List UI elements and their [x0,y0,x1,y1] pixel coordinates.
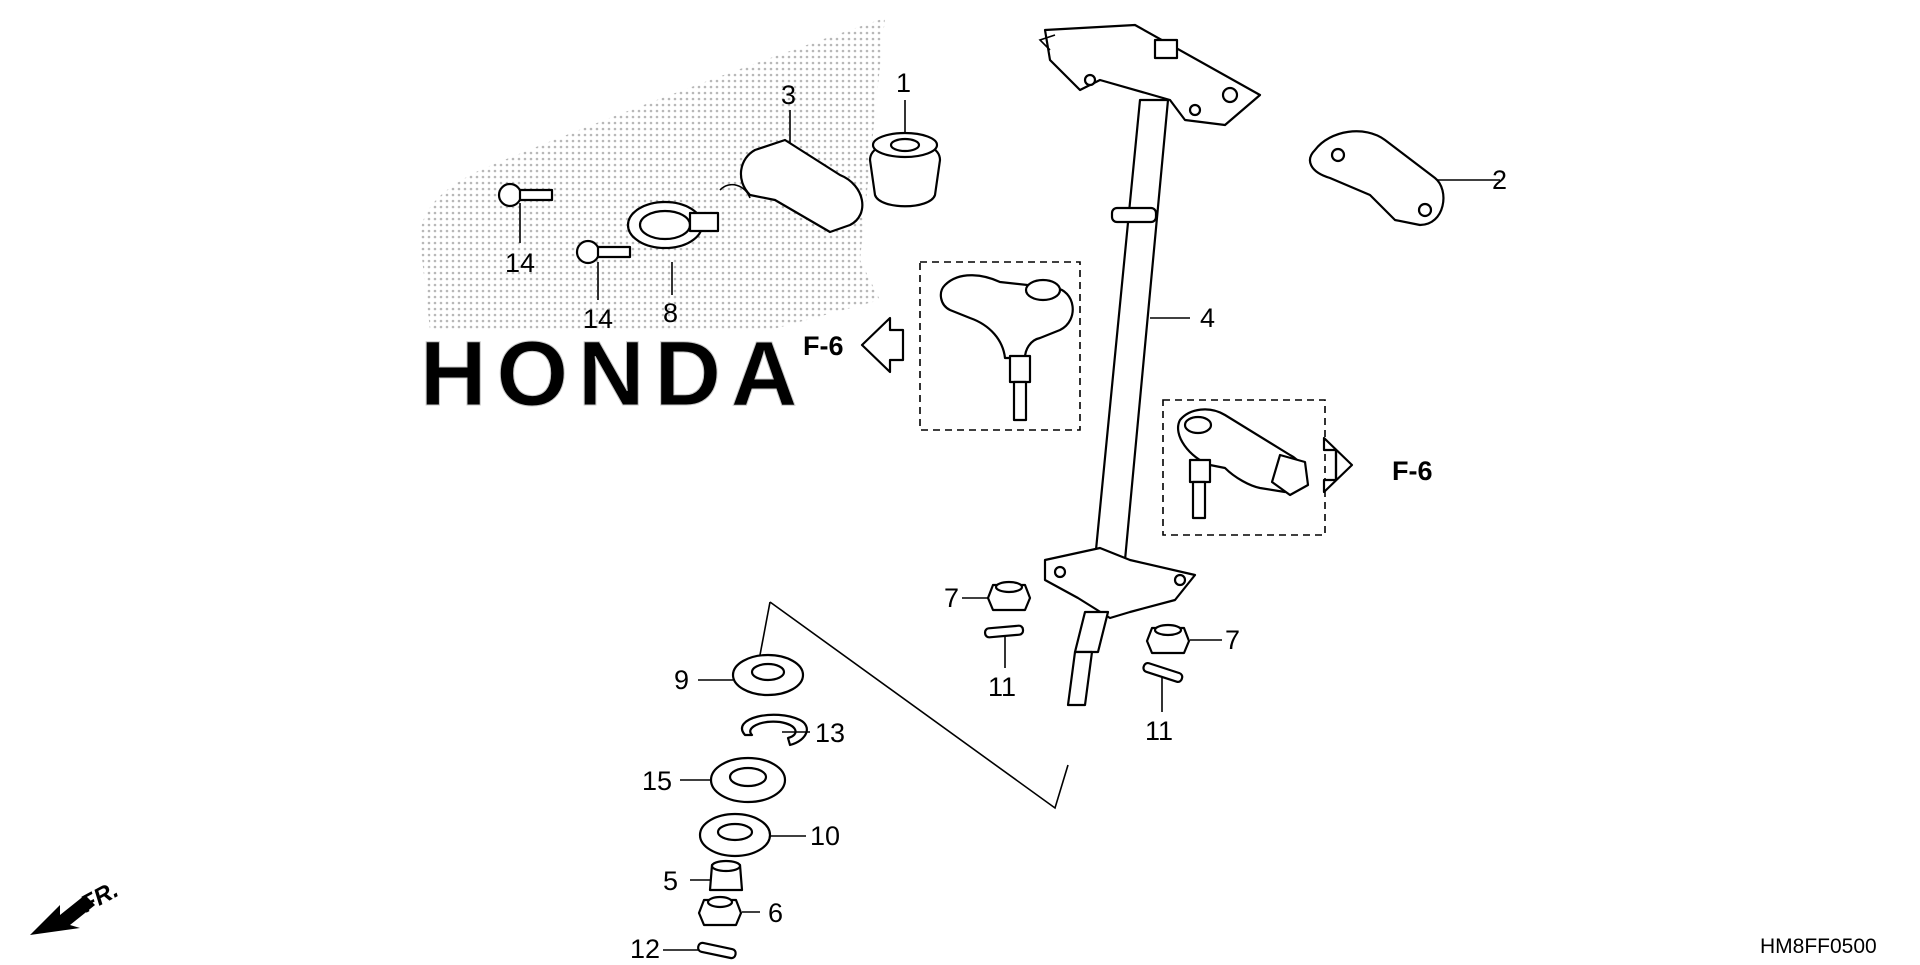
lower-nut [697,895,743,927]
ball-bearing-upper [709,756,787,804]
callout-9: 9 [674,665,689,695]
callout-3: 3 [781,80,796,110]
callout-numbers: 1 2 3 4 5 6 7 7 8 9 10 11 11 12 13 14 14… [505,68,1507,964]
callout-5: 5 [663,866,678,896]
callout-14-upper: 14 [505,248,535,278]
circlip [741,713,808,747]
callout-12: 12 [630,934,660,960]
callout-1: 1 [896,68,911,98]
castle-nut-right [1145,623,1191,655]
callout-15: 15 [642,766,672,796]
callout-10: 10 [810,821,840,851]
callout-6: 6 [768,898,783,928]
honda-watermark: HONDA [420,18,885,426]
callout-13: 13 [815,718,845,748]
callout-7-left: 7 [944,583,959,613]
tie-rod-end-left [919,261,1081,431]
arrow-left-icon [860,316,905,374]
callout-8: 8 [663,298,678,328]
watermark-text: HONDA [420,323,807,425]
reference-code: HM8FF0500 [1760,935,1877,958]
arrow-right-icon [1322,436,1354,494]
cotter-pin-left [983,624,1025,639]
callout-2: 2 [1492,165,1507,195]
flange-bolt-upper [497,182,554,208]
cross-ref-right: F-6 [1322,436,1433,494]
cross-ref-left: F-6 [803,316,905,374]
cross-ref-left-label: F-6 [803,331,844,361]
callout-11-right: 11 [1145,716,1173,746]
ball-bearing-lower [698,812,772,858]
cross-ref-right-label: F-6 [1392,456,1433,486]
flange-bolt-lower [575,239,632,265]
front-indicator: FR. [30,876,123,935]
callout-4: 4 [1200,303,1215,333]
steering-bushing [868,131,942,208]
callout-7-right: 7 [1225,625,1240,655]
steering-shaft [1038,23,1262,707]
shaft-holder [739,138,864,234]
callout-11-left: 11 [988,672,1016,702]
castle-nut-left [986,580,1032,612]
front-arrow-icon [30,895,95,935]
band-clamp [626,200,720,250]
oil-seal [731,653,805,697]
callout-14-lower: 14 [583,304,613,334]
wing-logo-icon [420,18,885,330]
cotter-pin-right [1142,661,1184,683]
cotter-pin-lower [697,941,737,960]
washer [708,859,744,892]
tie-rod-end-right [1162,399,1326,536]
